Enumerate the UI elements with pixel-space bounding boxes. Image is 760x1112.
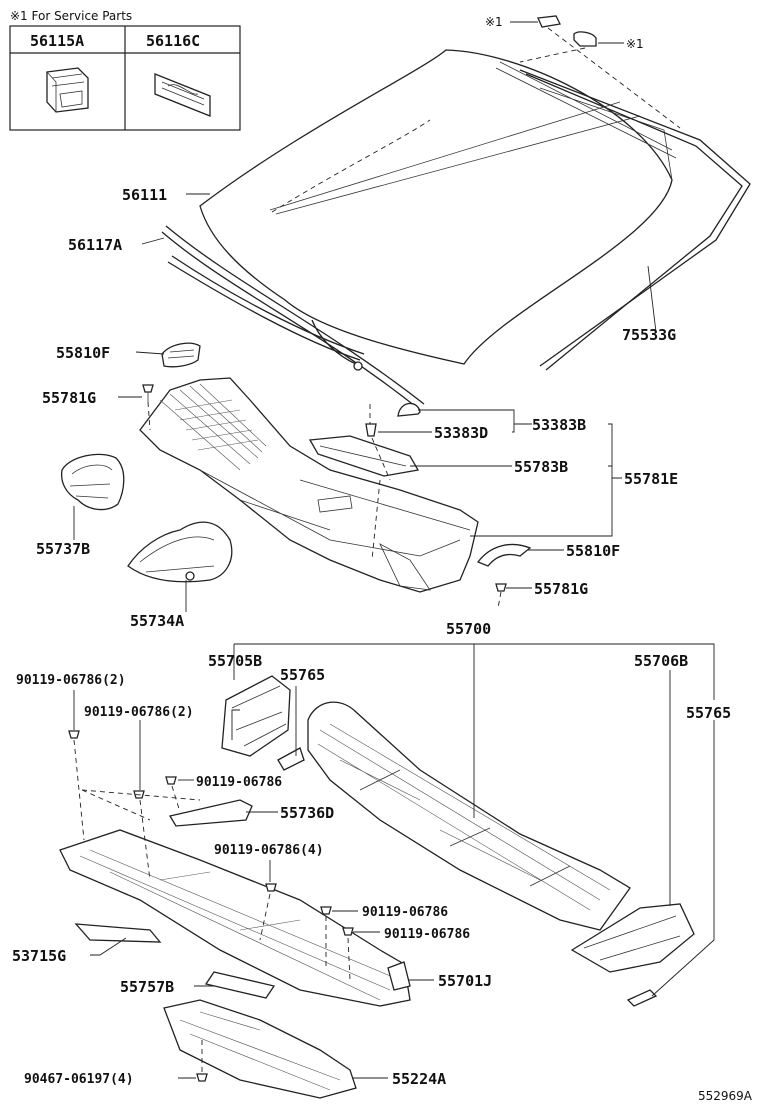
moulding-75533G [519,69,751,371]
reference-code: 552969A [698,1089,753,1103]
cowl-top-panel [139,377,479,593]
label-53715G: 53715G [12,947,66,965]
label-53383B: 53383B [532,416,586,434]
moulding-56117A [161,225,425,411]
label-55810F-top: 55810F [56,344,110,362]
label-55765-left: 55765 [280,666,325,684]
service-mark-left: ※1 [485,15,503,29]
bracket-55706B [570,903,695,1007]
label-56111: 56111 [122,186,167,204]
label-55810F-right: 55810F [566,542,620,560]
label-55700: 55700 [446,620,491,638]
label-55757B: 55757B [120,978,174,996]
clip-56116C-drawing [154,73,211,117]
bracket-55810F-top [161,342,201,368]
bolt-icon [342,927,354,936]
cowl-inner-panel-55701J [59,829,411,1007]
pad-55765-left [277,747,305,771]
label-55783B: 55783B [514,458,568,476]
label-55224A: 55224A [392,1070,446,1088]
label-bolt-7: 90467-06197(4) [24,1072,134,1087]
top-service-clips: ※1 ※1 [485,15,681,129]
bolt-icon [320,906,332,915]
pad-53715G [74,923,162,943]
label-55781E: 55781E [624,470,678,488]
bolts [68,730,354,1082]
clip-icon [573,31,597,47]
service-part-56116C: 56116C [146,32,200,50]
service-part-56115A: 56115A [30,32,84,50]
label-55706B: 55706B [634,652,688,670]
part-labels: 56111 56117A 75533G 55810F 55781G 53383D… [12,186,753,1103]
label-55734A: 55734A [130,612,184,630]
label-bolt-3: 90119-06786 [196,775,282,790]
bolt-icon [165,776,177,785]
clip-icon [537,15,561,28]
label-55781G-top: 55781G [42,389,96,407]
label-55701J: 55701J [438,972,492,990]
bracket-55810F-right [476,543,532,567]
label-bolt-5: 90119-06786 [362,905,448,920]
service-mark-right: ※1 [626,37,644,51]
leader-lines [73,193,715,1079]
service-parts-table: ※1 For Service Parts 56115A 56116C [9,9,241,131]
label-bolt-6: 90119-06786 [384,927,470,942]
bracket-55736D [168,799,253,827]
label-55781G-right: 55781G [534,580,588,598]
windshield-glass [199,49,677,365]
seal-55737B [60,453,125,511]
label-55765-right: 55765 [686,704,731,722]
clip-56115A-drawing [46,67,89,113]
cowl-outer-panel-55700 [307,701,631,931]
label-55737B: 55737B [36,540,90,558]
label-55705B: 55705B [208,652,262,670]
service-parts-note: ※1 For Service Parts [10,9,132,23]
label-bolt-4: 90119-06786(4) [214,843,324,858]
label-55736D: 55736D [280,804,334,822]
pad-55757B [204,971,276,999]
cover-55224A [163,999,357,1099]
bracket-55705B [221,675,305,771]
fastener-55781G-top [142,384,154,431]
clip-53383D [365,423,377,437]
clip-53383B [397,402,421,417]
bolt-icon [265,883,277,892]
label-bolt-2: 90119-06786(2) [84,705,194,720]
bolt-icon [196,1073,208,1082]
label-75533G: 75533G [622,326,676,344]
label-bolt-1: 90119-06786(2) [16,673,126,688]
label-53383D: 53383D [434,424,488,442]
seal-55734A [127,521,233,583]
label-56117A: 56117A [68,236,122,254]
fastener-55781G-right [495,583,507,609]
bolt-icon [68,730,80,739]
pad-55765-right [626,989,658,1007]
